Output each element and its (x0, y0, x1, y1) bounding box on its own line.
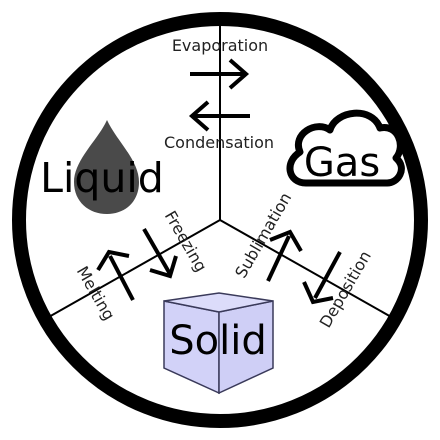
arrow-melting-head (96, 249, 130, 272)
label-condensation: Condensation (164, 133, 274, 152)
arrow-condensation-head (188, 100, 210, 132)
arrow-freezing-head (149, 255, 178, 279)
divider-left (46, 219, 221, 319)
arrow-sublimation (266, 235, 291, 282)
cloud-icon (286, 109, 405, 187)
arrow-evaporation-head (228, 58, 250, 90)
arrow-deposition-head (302, 281, 334, 305)
arrow-deposition (313, 251, 342, 299)
label-melting: Melting (73, 263, 119, 324)
label-deposition: Deposition (316, 247, 375, 331)
cube-icon (163, 292, 274, 395)
divider-right (219, 219, 394, 319)
water-drop-icon (74, 120, 139, 214)
state-solid: Solid (169, 318, 266, 364)
label-evaporation: Evaporation (172, 36, 268, 55)
arrow-sublimation-head (269, 229, 303, 253)
arrow-melting (108, 255, 135, 301)
state-liquid: Liquid (40, 154, 164, 202)
arrow-freezing (142, 227, 172, 276)
state-gas: Gas (304, 140, 380, 186)
label-freezing: Freezing (161, 207, 211, 275)
